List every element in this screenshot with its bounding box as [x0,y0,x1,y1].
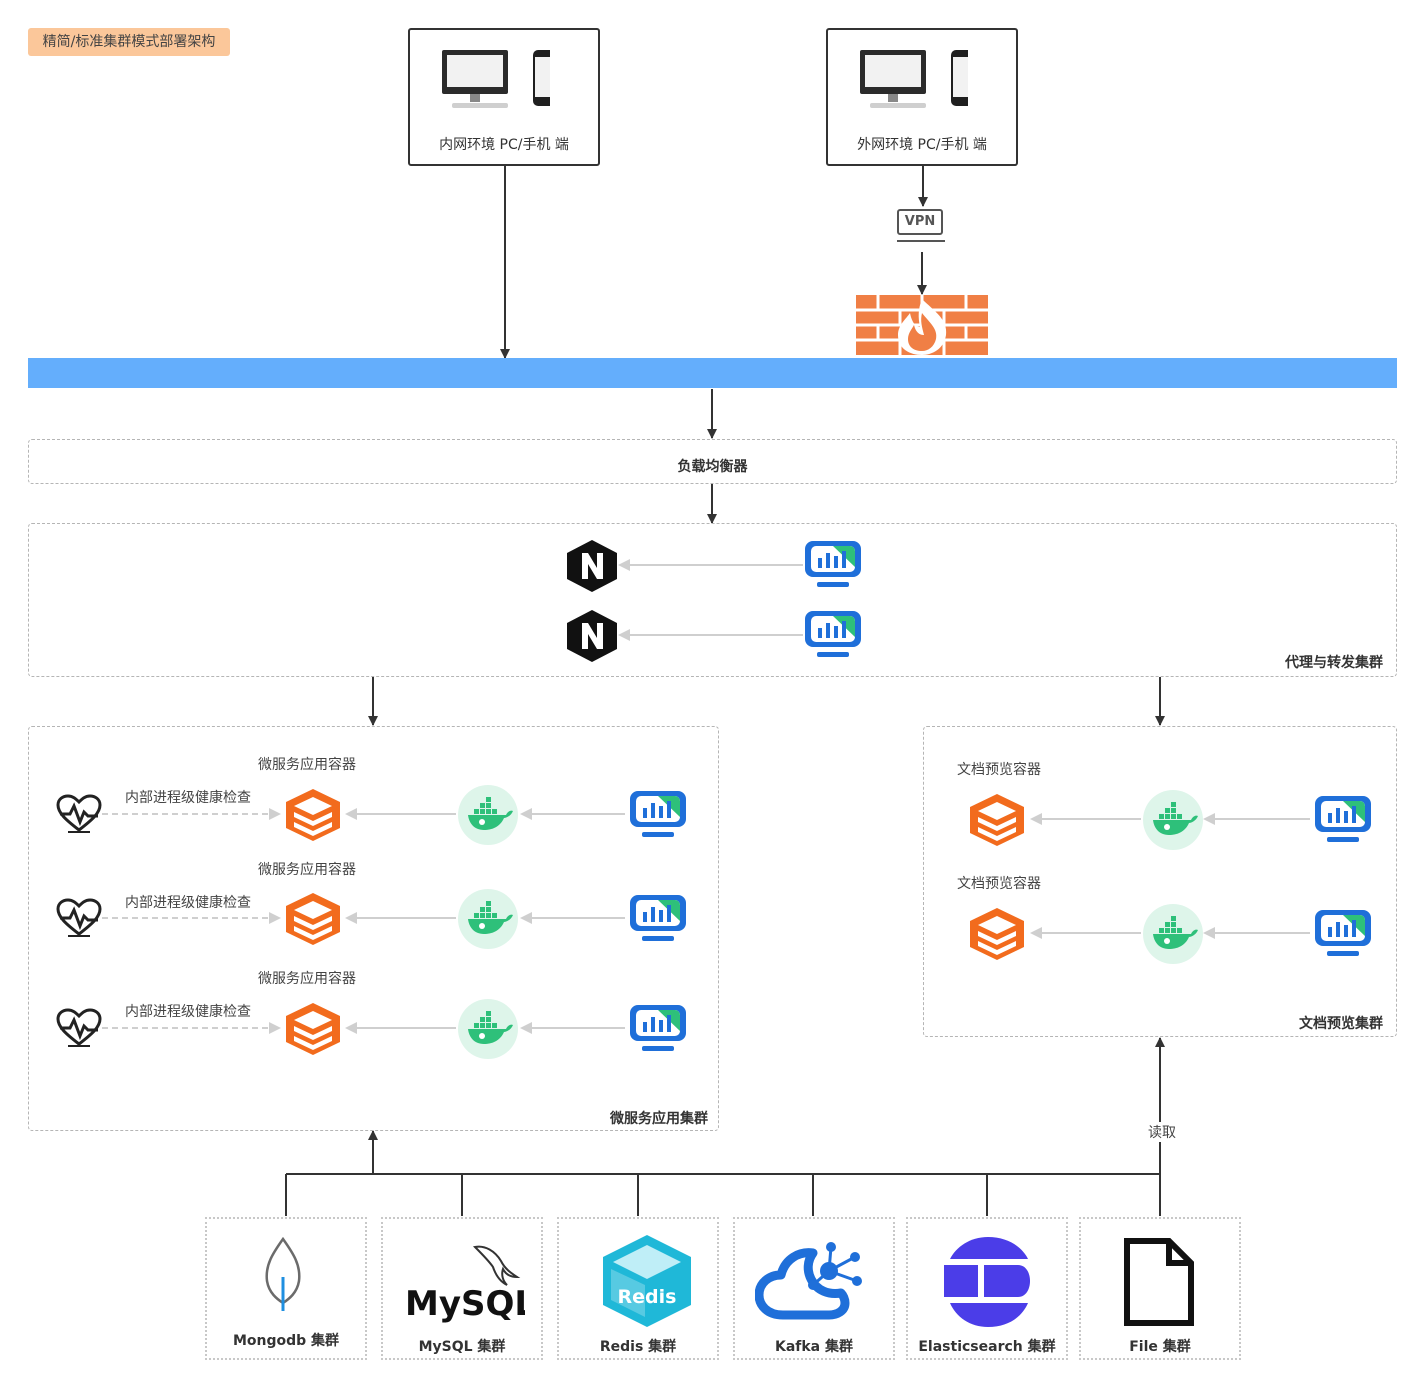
mysql-icon: MySQL [405,1245,525,1323]
docker-icon [1143,904,1203,964]
docker-icon [458,999,518,1059]
storage-label: MySQL 集群 [418,1339,506,1355]
storage-redis: Redis Redis 集群 [557,1217,719,1360]
storage-label: Kafka 集群 [774,1339,854,1355]
health-check-label: 内部进程级健康检查 [125,790,251,806]
app-stack-icon [970,794,1024,846]
heartbeat-icon [56,1008,102,1047]
storage-elasticsearch: Elasticsearch 集群 [906,1217,1068,1360]
micro-cluster-zone [28,726,719,1131]
diagram-title: 精简/标准集群模式部署架构 [28,28,230,56]
app-stack-icon [286,1003,340,1055]
monitor-agent-icon [630,791,686,837]
micro-cluster-title: 微服务应用集群 [610,1111,708,1127]
nginx-icon [567,610,617,662]
redis-icon: Redis [603,1235,691,1327]
internet-client-box: 外网环境 PC/手机 端 [826,28,1018,166]
firewall-icon [856,295,988,355]
storage-label: File 集群 [1129,1339,1191,1355]
micro-row-connectors [102,808,625,1034]
elasticsearch-icon [944,1237,1030,1327]
app-stack-icon [286,789,340,841]
monitor-agent-icon [630,895,686,941]
intranet-client-label: 内网环境 PC/手机 端 [439,137,569,153]
doc-row-connectors [1030,813,1310,939]
app-stack-icon [970,908,1024,960]
mongodb-icon [265,1237,301,1311]
vpn-label: VPN [897,209,943,235]
doc-container-label: 文档预览容器 [957,762,1041,778]
storage-mongodb: Mongodb 集群 [205,1217,367,1360]
app-stack-icon [286,893,340,945]
monitor-agent-icon [630,1005,686,1051]
heartbeat-icon [56,898,102,937]
load-balancer-label: 负载均衡器 [677,459,748,475]
docker-icon [458,889,518,949]
load-balancer-zone [28,439,1397,484]
micro-container-label: 微服务应用容器 [258,862,356,878]
health-check-label: 内部进程级健康检查 [125,1004,251,1020]
docker-icon [458,785,518,845]
storage-file: File 集群 [1079,1217,1241,1360]
desktop-mobile-icon [442,50,550,108]
storage-connectors [285,1173,1161,1216]
monitor-agent-icon [1315,910,1371,956]
storage-label: Mongodb 集群 [232,1333,340,1349]
micro-container-label: 微服务应用容器 [258,757,356,773]
storage-kafka: Kafka 集群 [733,1217,895,1360]
nginx-icon [567,540,617,592]
mysql-logo-text: MySQL [405,1284,525,1323]
doc-cluster-title: 文档预览集群 [1299,1016,1383,1032]
docker-icon [1143,790,1203,850]
doc-container-label: 文档预览容器 [957,876,1041,892]
health-check-label: 内部进程级健康检查 [125,895,251,911]
network-bus [28,358,1397,388]
internet-client-label: 外网环境 PC/手机 端 [857,137,987,153]
redis-logo-text: Redis [618,1286,677,1308]
storage-mysql: MySQL MySQL 集群 [381,1217,543,1360]
intranet-client-box: 内网环境 PC/手机 端 [408,28,600,166]
read-label: 读取 [1146,1122,1178,1142]
proxy-cluster-title: 代理与转发集群 [1285,655,1383,671]
kafka-icon [755,1242,862,1320]
desktop-mobile-icon [860,50,968,108]
monitor-agent-icon [805,611,861,657]
monitor-agent-icon [1315,796,1371,842]
file-icon [1124,1238,1194,1326]
doc-cluster-zone [923,726,1397,1037]
proxy-cluster-zone [28,523,1397,677]
vpn-icon: VPN [897,209,945,243]
storage-label: Elasticsearch 集群 [918,1339,1056,1355]
micro-container-label: 微服务应用容器 [258,971,356,987]
heartbeat-icon [56,794,102,833]
monitor-agent-icon [805,541,861,587]
storage-label: Redis 集群 [599,1339,677,1355]
